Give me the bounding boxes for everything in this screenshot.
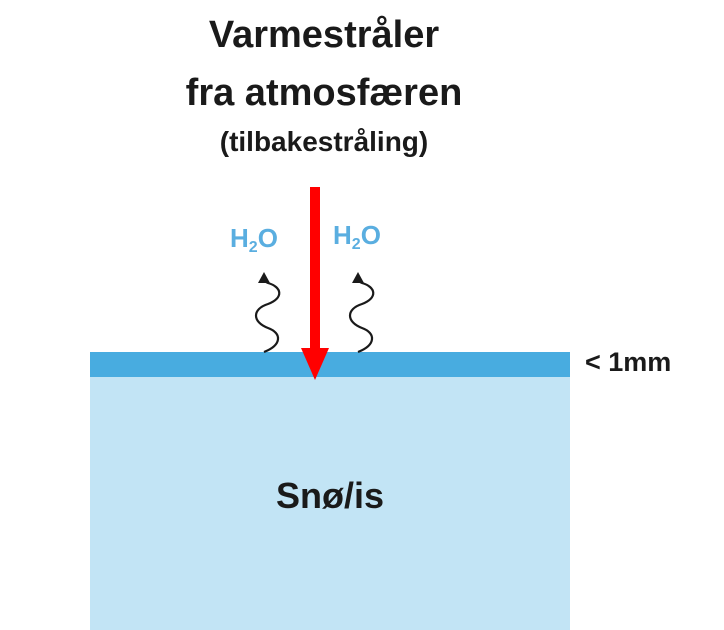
- h2o-left-subscript: 2: [248, 239, 258, 256]
- water-film-layer: [90, 352, 570, 377]
- h2o-right-o: O: [360, 220, 381, 250]
- title-line-2: fra atmosfæren: [185, 72, 463, 114]
- h2o-label-left: H2O: [230, 223, 278, 256]
- title-line-1: Varmestråler: [208, 14, 440, 56]
- h2o-label-right: H2O: [333, 220, 381, 253]
- h2o-left-h: H: [230, 223, 249, 253]
- h2o-right-subscript: 2: [351, 236, 361, 253]
- h2o-left-o: O: [257, 223, 278, 253]
- snow-ice-block: [90, 376, 570, 630]
- wavy-line-right: [348, 280, 375, 354]
- heat-radiation-arrow: [301, 187, 329, 380]
- arrowhead-left: [258, 272, 270, 283]
- wavy-line-left: [254, 280, 281, 354]
- evaporation-arrow-right: [348, 272, 375, 354]
- arrowhead-right: [352, 272, 364, 283]
- h2o-right-h: H: [333, 220, 352, 250]
- subtitle: (tilbakestråling): [219, 126, 429, 157]
- evaporation-arrow-left: [254, 272, 281, 354]
- layer-thickness-label: < 1mm: [585, 347, 672, 377]
- heat-arrow-head: [301, 348, 329, 380]
- snow-ice-label: Snø/is: [275, 475, 385, 516]
